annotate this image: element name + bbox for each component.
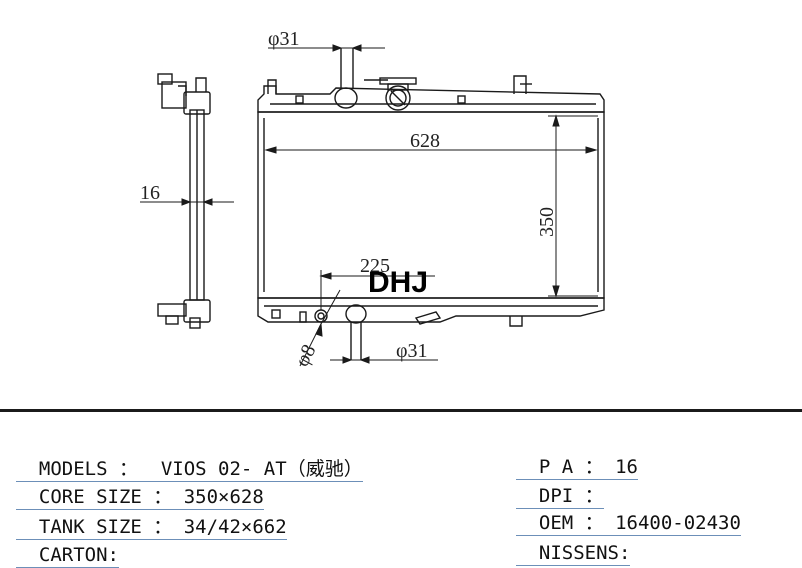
dim-neck-top: φ31 [268, 28, 300, 50]
nissens-label: NISSENS: [538, 542, 631, 564]
models-label: MODELS ： [38, 458, 138, 480]
carton-label: CARTON: [38, 544, 119, 566]
dim-core-width: 628 [410, 130, 440, 152]
spec-oem: OEM ： 16400-02430 [516, 490, 741, 536]
models-value: VIOS 02- AT（威驰） [160, 458, 363, 480]
dpi-label: DPI ： [538, 485, 604, 507]
spec-pa: P A ： 16 [516, 434, 638, 480]
oem-value: 16400-02430 [615, 512, 741, 534]
core-label: CORE SIZE ： [38, 486, 173, 508]
core-value: 350×628 [183, 486, 264, 508]
spec-core-size: CORE SIZE ： 350×628 [16, 464, 264, 510]
spec-carton: CARTON: [16, 522, 119, 568]
dim-neck-bottom: φ31 [396, 340, 428, 362]
dim-outlet-offset: 225 [360, 255, 390, 277]
dim-core-height: 350 [536, 207, 558, 237]
top-tank [257, 48, 605, 113]
spec-dpi: DPI ： [516, 463, 604, 509]
pa-label: P A ： [538, 456, 604, 478]
separator-rule [0, 409, 802, 412]
spec-tank-size: TANK SIZE ： 34/42×662 [16, 494, 287, 540]
spec-models: MODELS ： VIOS 02- AT（威驰） [16, 436, 363, 482]
oem-label: OEM ： [538, 512, 604, 534]
radiator-drawing: φ31 628 350 16 225 φ8 φ31 DHJ [140, 28, 605, 370]
tank-value: 34/42×662 [183, 516, 287, 538]
side-view [157, 73, 211, 329]
pa-value: 16 [615, 456, 638, 478]
tank-label: TANK SIZE ： [38, 516, 173, 538]
dim-thickness: 16 [140, 182, 160, 204]
brand-logo: DHJ [368, 266, 428, 299]
spec-nissens: NISSENS: [516, 520, 631, 566]
dim-small-pipe: φ8 [291, 341, 321, 370]
